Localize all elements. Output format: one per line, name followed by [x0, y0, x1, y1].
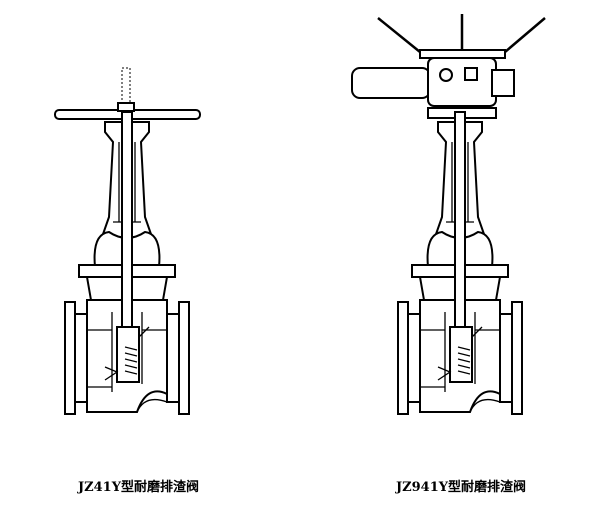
motor [351, 67, 431, 99]
actuator-top [419, 49, 506, 59]
actuator-gearbox [427, 57, 497, 107]
handwheel-nut [117, 102, 135, 112]
valve-jz41y [54, 67, 201, 415]
actuator-handles [377, 14, 546, 53]
limit-switch [464, 67, 478, 81]
stem-extension [121, 67, 131, 105]
caption-jz941y: JZ941Y型耐磨排渣阀 [396, 480, 527, 495]
valve-jz941y [351, 14, 546, 415]
caption-jz41y: JZ41Y型耐磨排渣阀 [78, 480, 200, 495]
indicator-window [439, 68, 453, 82]
actuator-side [491, 69, 515, 97]
